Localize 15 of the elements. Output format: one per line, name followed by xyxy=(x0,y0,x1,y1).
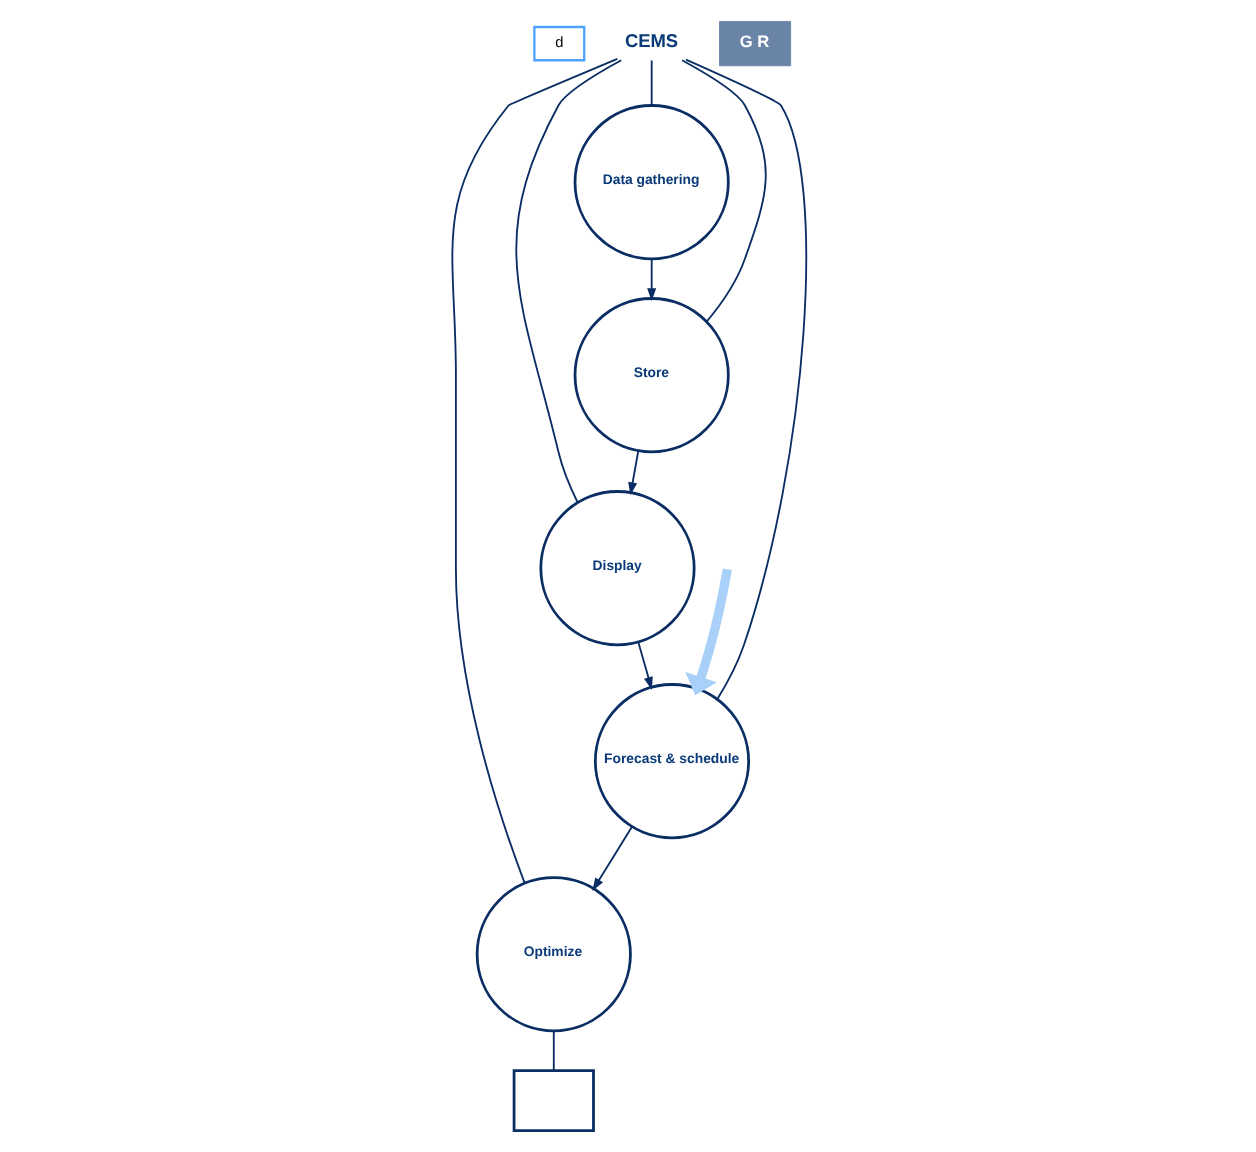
node-text: CEMS xyxy=(623,31,678,52)
arrow xyxy=(636,641,652,690)
arrow xyxy=(646,257,656,302)
connector xyxy=(514,59,622,504)
node-box: G R xyxy=(718,21,791,67)
connector xyxy=(450,58,618,884)
arrow xyxy=(591,825,632,891)
connector xyxy=(684,58,806,700)
node-box xyxy=(511,1069,594,1132)
arrow xyxy=(627,449,639,496)
node-box: d xyxy=(532,25,585,62)
connector xyxy=(551,1030,554,1072)
connector xyxy=(680,59,766,323)
connector xyxy=(649,59,652,107)
arrow xyxy=(684,568,731,696)
